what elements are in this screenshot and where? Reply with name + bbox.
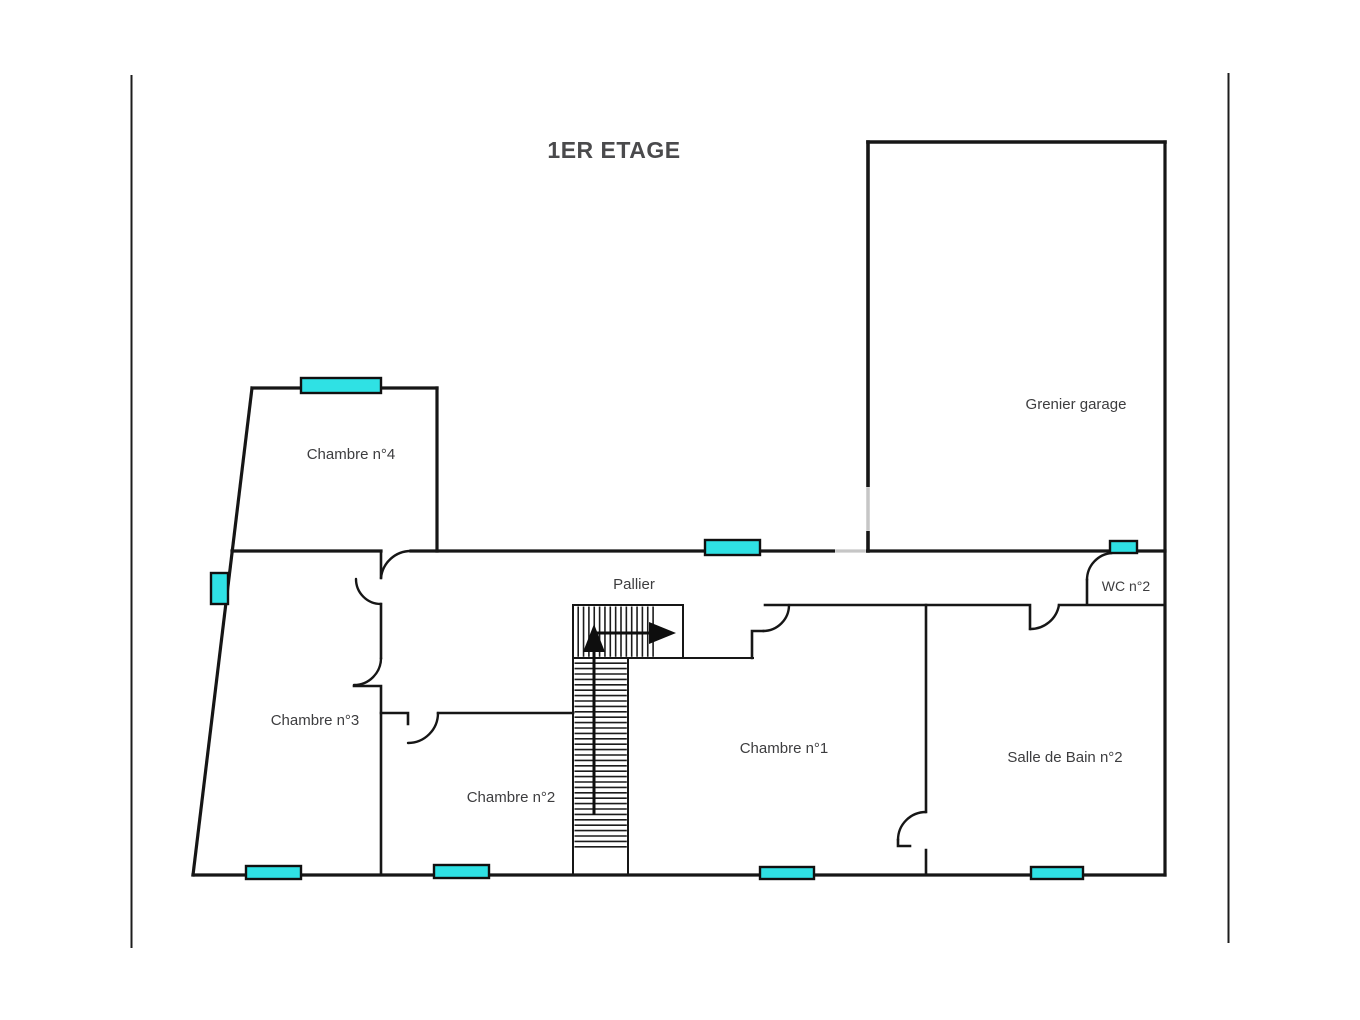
staircase (573, 605, 753, 875)
arrow-right-head (649, 622, 676, 644)
door-arc-sdb-hall (1030, 605, 1059, 629)
door-arc-chambre3-top (356, 579, 381, 604)
room-label-wc2: WC n°2 (1102, 578, 1151, 594)
left-slanted-wall (193, 388, 252, 875)
hall-bottom-wall-right (765, 605, 1165, 629)
window-chambre3-bottom (246, 866, 301, 879)
door-arc-chambre2 (408, 713, 438, 743)
window-wc-top (1110, 541, 1137, 553)
window-chambre1-bottom (760, 867, 814, 879)
window-chambre2-bottom (434, 865, 489, 878)
room-label-sdb2: Salle de Bain n°2 (1007, 749, 1122, 766)
room-label-grenier: Grenier garage (1026, 396, 1127, 413)
room-label-chambre2: Chambre n°2 (467, 789, 556, 806)
room-labels: Chambre n°4 Grenier garage Pallier WC n°… (271, 396, 1151, 806)
stair-treads-side-run (575, 663, 627, 847)
room-label-chambre1: Chambre n°1 (740, 740, 829, 757)
arrow-up-head (583, 624, 605, 652)
page-title: 1ER ETAGE (547, 137, 680, 163)
window-sdb-bottom (1031, 867, 1083, 879)
room-label-chambre3: Chambre n°3 (271, 712, 360, 729)
door-d-jamb (752, 631, 763, 658)
window-chambre4-top (301, 378, 381, 393)
door-arc-chambre3-side (354, 658, 381, 685)
chambre2-top-wall (381, 713, 573, 724)
door-arc-chambre1 (763, 605, 789, 631)
grenier-walls (868, 142, 1165, 551)
door-arc-wc (1087, 553, 1112, 580)
interior-walls (354, 551, 1165, 875)
door-arc-hall-upper (381, 551, 411, 578)
room-label-pallier: Pallier (613, 576, 655, 593)
door-arc-sdb-chambre1 (898, 812, 926, 840)
stair-direction-arrow (583, 622, 676, 815)
room-label-chambre4: Chambre n°4 (307, 446, 396, 463)
window-hall-top (705, 540, 760, 555)
chambre1-sdb-wall (898, 605, 926, 875)
page-border-lines (132, 73, 1229, 948)
window-slant-wall (211, 573, 228, 604)
